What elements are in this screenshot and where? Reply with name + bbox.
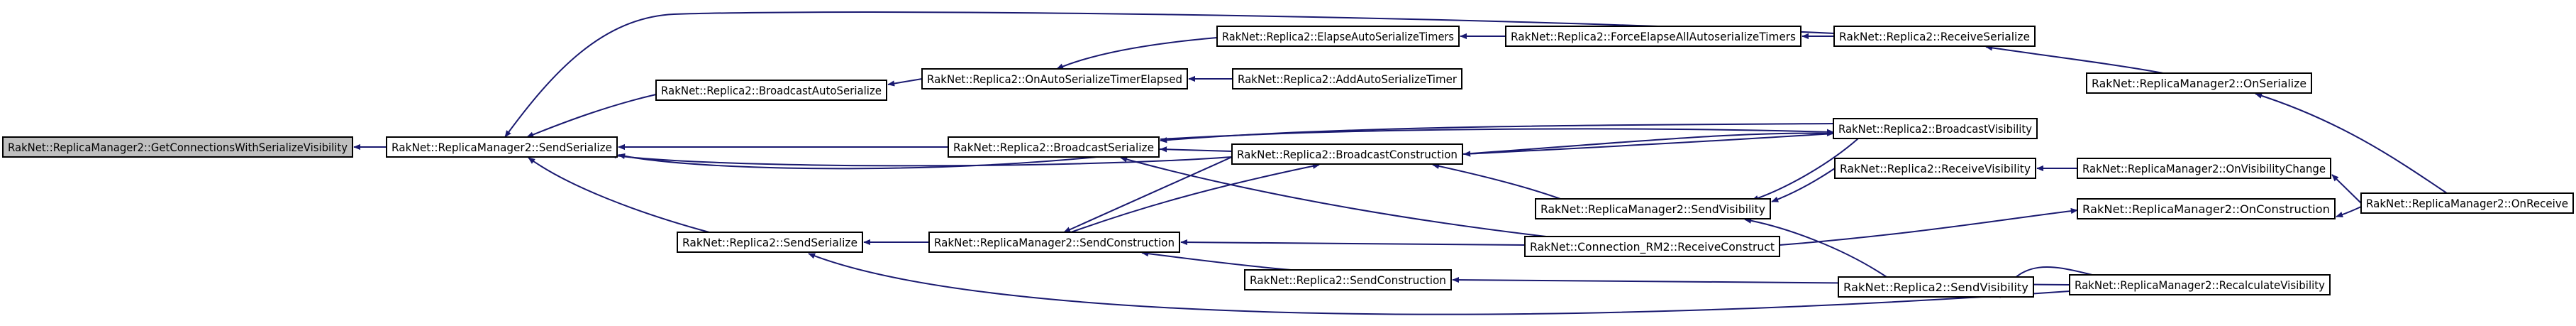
- node-label[interactable]: RakNet::Replica2::ReceiveSerialize: [1839, 30, 2030, 43]
- graph-node[interactable]: RakNet::Replica2::BroadcastConstruction: [1231, 143, 1463, 165]
- edge-n19-to-n18: [1180, 239, 1526, 246]
- graph-node-root: RakNet::ReplicaManager2::GetConnectionsW…: [2, 136, 353, 158]
- node-box[interactable]: [1244, 269, 1452, 290]
- node-label[interactable]: RakNet::Replica2::BroadcastVisibility: [1838, 122, 2032, 136]
- node-label[interactable]: RakNet::Replica2::BroadcastConstruction: [1237, 148, 1458, 161]
- edge-n22-to-n17: [808, 253, 2070, 315]
- node-box[interactable]: [1833, 118, 2038, 139]
- node-label[interactable]: RakNet::Replica2::SendVisibility: [1843, 281, 2028, 294]
- node-box[interactable]: [386, 136, 618, 158]
- edge-n11-to-n12: [1463, 133, 1834, 157]
- edge-n8-to-n14: [2331, 174, 2362, 204]
- node-label[interactable]: RakNet::Replica2::AddAutoSerializeTimer: [1238, 72, 1457, 86]
- edge-n21-to-n18: [1141, 250, 1292, 271]
- edge-n11-to-n15: [1751, 138, 1859, 201]
- node-label[interactable]: RakNet::Replica2::SendConstruction: [1250, 273, 1446, 287]
- node-label[interactable]: RakNet::ReplicaManager2::OnConstruction: [2082, 202, 2330, 216]
- node-box[interactable]: [2360, 192, 2574, 214]
- node-label[interactable]: RakNet::ReplicaManager2::OnSerialize: [2092, 77, 2306, 90]
- edge-n10>n1-long: [618, 148, 1162, 170]
- node-label[interactable]: RakNet::Connection_RM2::ReceiveConstruct: [1530, 240, 1775, 254]
- graph-node[interactable]: RakNet::Replica2::AddAutoSerializeTimer: [1232, 68, 1462, 89]
- edge-n13-to-n15: [1771, 168, 1836, 202]
- node-box[interactable]: [2077, 198, 2336, 219]
- edge-n18-to-n12: [1070, 163, 1320, 233]
- graph-node[interactable]: RakNet::ReplicaManager2::OnSerialize: [2086, 72, 2312, 94]
- nodes-layer: RakNet::ReplicaManager2::GetConnectionsW…: [2, 26, 2574, 298]
- node-box[interactable]: [1524, 236, 1780, 257]
- graph-node[interactable]: RakNet::ReplicaManager2::OnConstruction: [2077, 198, 2336, 219]
- edge-n4-to-n3: [1056, 37, 1218, 70]
- node-box[interactable]: [1231, 143, 1463, 165]
- edge-n12-to-n10: [1160, 146, 1233, 153]
- graph-node[interactable]: RakNet::Replica2::ReceiveSerialize: [1833, 26, 2036, 47]
- node-label[interactable]: RakNet::Replica2::ForceElapseAllAutoseri…: [1511, 30, 1796, 43]
- graph-node[interactable]: RakNet::Replica2::ElapseAutoSerializeTim…: [1216, 26, 1460, 47]
- node-label[interactable]: RakNet::ReplicaManager2::OnReceive: [2366, 197, 2568, 210]
- edge-n19>n16-link: [1779, 207, 2078, 246]
- node-label[interactable]: RakNet::Replica2::SendSerialize: [682, 236, 857, 249]
- graph-node[interactable]: RakNet::Replica2::SendConstruction: [1244, 269, 1452, 290]
- node-box[interactable]: [1834, 158, 2036, 179]
- node-box[interactable]: [2086, 72, 2312, 94]
- graph-node[interactable]: RakNet::Replica2::OnAutoSerializeTimerEl…: [921, 68, 1188, 89]
- edge-n11>n10-back: [1160, 128, 1834, 140]
- graph-node[interactable]: RakNet::ReplicaManager2::SendSerialize: [386, 136, 618, 158]
- node-label[interactable]: RakNet::Replica2::ElapseAutoSerializeTim…: [1222, 30, 1454, 43]
- node-box[interactable]: [1232, 68, 1462, 89]
- edge-n6-to-n1: [504, 11, 1835, 138]
- node-box[interactable]: [1505, 26, 1801, 47]
- node-label[interactable]: RakNet::ReplicaManager2::SendSerialize: [392, 141, 612, 154]
- graph-node[interactable]: RakNet::Replica2::SendVisibility: [1838, 276, 2034, 298]
- node-label[interactable]: RakNet::Replica2::ReceiveVisibility: [1840, 162, 2031, 175]
- edge-n3-to-n2: [887, 78, 923, 87]
- graph-node[interactable]: RakNet::ReplicaManager2::OnVisibilityCha…: [2077, 158, 2331, 179]
- graph-node[interactable]: RakNet::Connection_RM2::ReceiveConstruct: [1524, 236, 1780, 257]
- edge-n12>n11-back: [1462, 130, 1834, 155]
- edge-n17-to-n1: [528, 157, 710, 233]
- graph-node[interactable]: RakNet::Replica2::SendSerialize: [677, 232, 863, 253]
- node-box[interactable]: [1216, 26, 1460, 47]
- edge-n8-to-n7: [2255, 92, 2448, 194]
- edges-layer: [353, 11, 2448, 315]
- node-label[interactable]: RakNet::ReplicaManager2::SendVisibility: [1540, 202, 1765, 216]
- graph-node[interactable]: RakNet::ReplicaManager2::OnReceive: [2360, 192, 2574, 214]
- edge-n12>n18-link: [1063, 156, 1233, 233]
- graph-node[interactable]: RakNet::ReplicaManager2::RecalculateVisi…: [2069, 274, 2331, 295]
- node-box[interactable]: [948, 136, 1160, 158]
- edge-n2-to-n1: [526, 94, 657, 138]
- node-label[interactable]: RakNet::Replica2::BroadcastSerialize: [953, 141, 1154, 154]
- node-box[interactable]: [1535, 198, 1771, 219]
- node-box[interactable]: [2077, 158, 2331, 179]
- node-label[interactable]: RakNet::Replica2::OnAutoSerializeTimerEl…: [927, 72, 1182, 86]
- node-box[interactable]: [928, 232, 1180, 253]
- edge-n7-to-n6: [1985, 45, 2164, 74]
- edge-n15-to-n12: [1432, 163, 1561, 200]
- node-box[interactable]: [2069, 274, 2331, 295]
- node-box[interactable]: [655, 80, 887, 101]
- edge-n12-to-n1: [609, 153, 1233, 167]
- node-label[interactable]: RakNet::ReplicaManager2::SendConstructio…: [934, 236, 1175, 249]
- graph-node[interactable]: RakNet::Replica2::ForceElapseAllAutoseri…: [1505, 26, 1801, 47]
- graph-node[interactable]: RakNet::Replica2::BroadcastAutoSerialize: [655, 80, 887, 101]
- graph-node[interactable]: RakNet::Replica2::BroadcastVisibility: [1833, 118, 2038, 139]
- graph-node[interactable]: RakNet::ReplicaManager2::SendConstructio…: [928, 232, 1180, 253]
- edge-n20-to-n15: [1744, 217, 1887, 278]
- graph-node[interactable]: RakNet::ReplicaManager2::SendVisibility: [1535, 198, 1771, 219]
- graph-node[interactable]: RakNet::Replica2::BroadcastSerialize: [948, 136, 1160, 158]
- node-label[interactable]: RakNet::Replica2::BroadcastAutoSerialize: [661, 84, 882, 97]
- edge-n8-to-n16: [2336, 206, 2362, 218]
- node-label[interactable]: RakNet::ReplicaManager2::RecalculateVisi…: [2075, 278, 2325, 292]
- node-box[interactable]: [1833, 26, 2036, 47]
- node-box[interactable]: [921, 68, 1188, 89]
- node-label[interactable]: RakNet::ReplicaManager2::OnVisibilityCha…: [2082, 162, 2326, 175]
- node-box: [2, 136, 353, 158]
- node-box[interactable]: [677, 232, 863, 253]
- edge-n11-to-n10: [1160, 123, 1834, 143]
- node-label: RakNet::ReplicaManager2::GetConnectionsW…: [8, 141, 348, 154]
- graph-node[interactable]: RakNet::Replica2::ReceiveVisibility: [1834, 158, 2036, 179]
- edge-n19-to-n10: [1120, 156, 1547, 237]
- node-box[interactable]: [1838, 276, 2034, 298]
